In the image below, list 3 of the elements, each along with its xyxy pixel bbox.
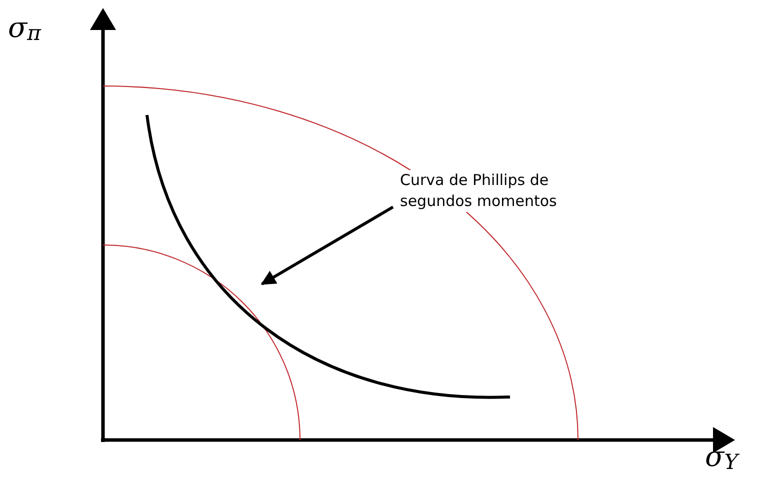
leader-arrow xyxy=(260,206,394,286)
axis-label: σ$_{Y}$ xyxy=(705,443,738,471)
axis-label: σ$_{π}$ xyxy=(8,14,41,42)
